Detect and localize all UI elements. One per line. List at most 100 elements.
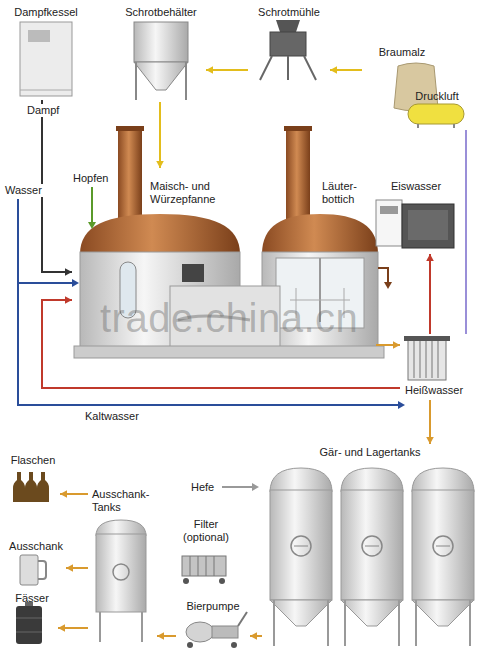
- flow-connector: [250, 632, 262, 640]
- grist-mill: [287, 56, 289, 80]
- beer-mug: [20, 555, 46, 585]
- bottles: Flaschen: [6, 452, 60, 506]
- wort-pipe: [378, 268, 392, 289]
- node-label: Druckluft: [415, 90, 458, 103]
- grist-mill: Schrotmühle: [248, 4, 330, 84]
- yeast-label: Hefe: [190, 481, 215, 494]
- serving-tank: [96, 534, 146, 612]
- fermentation-tanks: Gär- und Lagertanks: [262, 444, 478, 648]
- bottles: [37, 472, 49, 502]
- compressed-air-tank: [417, 124, 419, 128]
- node-label: Schrotmühle: [258, 6, 320, 19]
- ice-water-unit: [376, 200, 454, 248]
- serving-mug: Ausschank: [6, 538, 66, 588]
- node-label: Schrotbehälter: [125, 6, 197, 19]
- water-lines: [398, 401, 405, 409]
- fermentation-tanks: [341, 468, 403, 646]
- flow-connector: [58, 624, 88, 632]
- mash-kettle: [118, 128, 142, 222]
- filter-press: [198, 556, 199, 576]
- arrow-head: [65, 296, 72, 304]
- flow-connector: [330, 66, 362, 74]
- node-label: Filter (optional): [177, 518, 235, 544]
- flow-connector: [376, 341, 400, 349]
- grist-hopper: [134, 22, 188, 100]
- arrow-head: [60, 490, 67, 498]
- water-lines: [18, 199, 398, 405]
- yeast-arrow: [222, 486, 252, 488]
- yeast-arrow: [252, 483, 259, 491]
- connector-line: [429, 254, 431, 334]
- lauter-tun: [262, 214, 378, 254]
- fermentation-tanks: [270, 468, 474, 646]
- filter: Filter (optional): [172, 516, 240, 586]
- arrow-head: [330, 66, 337, 74]
- plate-heat-exchanger: [414, 340, 415, 378]
- ice-water-unit: [402, 204, 454, 248]
- node-label: Eiswasser: [391, 180, 441, 193]
- boiler: Dampfkessel: [8, 4, 84, 100]
- beer-pump: Bierpumpe: [176, 598, 250, 652]
- lauter-tun: [286, 128, 310, 220]
- plate-heat-exchanger: [432, 340, 433, 378]
- edge-label: Dampf: [26, 104, 60, 117]
- connector-line: [465, 130, 467, 334]
- serving-tank: Ausschank- Tanks: [88, 486, 157, 644]
- grist-mill: [276, 20, 300, 32]
- arrow-head: [206, 66, 213, 74]
- connector-line: [42, 100, 72, 272]
- water-lines: [18, 199, 405, 409]
- beer-pump: [187, 642, 193, 648]
- compressed-air-tank: [453, 124, 455, 128]
- filter-press: [214, 556, 215, 576]
- node-label: Läuter- bottich: [322, 180, 370, 206]
- mash-kettle: [80, 214, 240, 254]
- serving-tank: [141, 612, 143, 642]
- ice-water-unit: [376, 200, 402, 246]
- water-label: Wasser: [4, 184, 43, 197]
- filter-press: [182, 556, 226, 584]
- arrow-head: [157, 632, 164, 640]
- grist-hopper: Schrotbehälter: [116, 4, 206, 102]
- fermentation-tanks: [270, 468, 332, 646]
- node-label: Maisch- und Würzepfanne: [150, 180, 224, 206]
- fermentation-tanks: [412, 468, 474, 646]
- plate-heat-exchanger: [438, 340, 439, 378]
- node-label: Fässer: [15, 592, 49, 605]
- grist-mill: [304, 56, 316, 80]
- plate-heat-exchanger: [404, 336, 450, 341]
- control-cabinet: [182, 264, 204, 282]
- grist-hopper: [135, 62, 137, 100]
- hop-arrow: [88, 187, 96, 229]
- node-label: Gär- und Lagertanks: [320, 446, 421, 459]
- arrow-head: [66, 564, 73, 572]
- wort-pipe: [384, 282, 392, 289]
- steam-boiler: [28, 30, 50, 42]
- arrow-head: [58, 624, 65, 632]
- wort-pipe: [378, 268, 388, 282]
- node-label: Heißwasser: [405, 384, 463, 397]
- kegs: Fässer: [6, 590, 58, 650]
- serving-tank: [113, 564, 129, 580]
- node-label: Ausschank- Tanks: [92, 488, 154, 514]
- flow-connector: [42, 296, 400, 388]
- compressed-air-tank: [408, 104, 464, 124]
- grist-hopper: [134, 62, 188, 90]
- flow-connector: [426, 400, 434, 444]
- bottles: [13, 472, 25, 502]
- flow-connector: [426, 254, 434, 334]
- hop-label: Hopfen: [72, 172, 109, 185]
- plate-heat-exchanger: [404, 336, 450, 380]
- cold-water-label: Kaltwasser: [84, 410, 140, 423]
- hop-arrow: [91, 187, 93, 222]
- filter-press: [190, 556, 191, 576]
- filter-press: [206, 556, 207, 576]
- serving-tank: [96, 520, 146, 642]
- serving-tank: [99, 612, 101, 642]
- node-label: Ausschank: [9, 540, 63, 553]
- yeast-arrow: [222, 483, 259, 491]
- keg: [16, 602, 42, 644]
- hop-arrow: [88, 222, 96, 229]
- watermark: trade.china.cn: [100, 296, 358, 340]
